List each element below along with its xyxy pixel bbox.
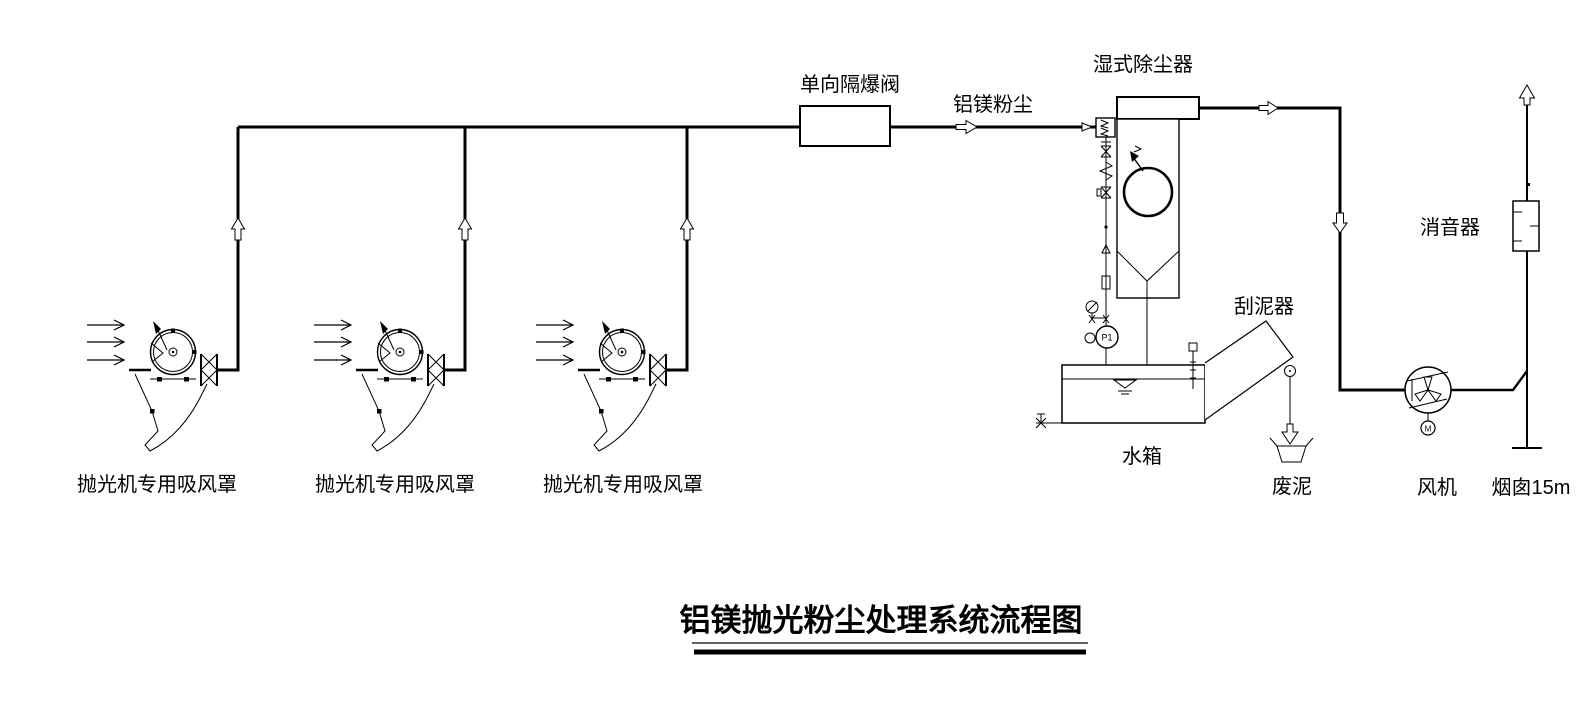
- chimney-label: 烟囱15m: [1492, 476, 1571, 499]
- cyclone-icon: [1122, 166, 1174, 218]
- fan-label: 风机: [1417, 476, 1457, 499]
- waste-mud-label: 废泥: [1272, 475, 1312, 498]
- explosion-valve-box: [799, 105, 891, 147]
- spray-water-line: [1084, 137, 1119, 400]
- explosion-valve-label: 单向隔爆阀: [800, 73, 900, 96]
- suction-hood-3: [534, 125, 695, 453]
- scraper-label: 刮泥器: [1234, 295, 1294, 318]
- hood3-label: 抛光机专用吸风罩: [543, 473, 703, 496]
- water-level-icon: [1112, 379, 1138, 395]
- muffler-label: 消音器: [1420, 216, 1480, 239]
- pump-icon: [1095, 325, 1119, 349]
- muffler: [1512, 200, 1540, 252]
- exhaust-arrow-up-icon: [1518, 83, 1536, 106]
- flow-arrow-down-icon: [1332, 212, 1348, 234]
- waste-arrow-down-icon: [1281, 423, 1299, 445]
- fan-outlet-duct: [1451, 370, 1528, 392]
- pump-motor-icon: [1084, 332, 1096, 344]
- sludge-scraper: [1204, 320, 1296, 424]
- scraper-motor-icon: [1284, 365, 1296, 377]
- diagram-title: 铝镁抛光粉尘处理系统流程图: [680, 603, 1083, 638]
- dust-flow-label: 铝镁粉尘: [953, 93, 1033, 116]
- inlet-arrowhead-icon: [1081, 122, 1094, 132]
- hood2-label: 抛光机专用吸风罩: [315, 473, 475, 496]
- waste-bin-icon: [1269, 437, 1314, 463]
- fan-motor-icon: [1420, 420, 1436, 436]
- flow-arrow-right-icon: [1258, 100, 1279, 116]
- wet-dust-collector: [1095, 96, 1200, 299]
- drain-valve-icon: [1035, 413, 1047, 429]
- pump-tag: P1: [1101, 333, 1112, 343]
- impeller-icon: [1414, 376, 1442, 402]
- water-tank-label: 水箱: [1122, 445, 1162, 468]
- chimney: [1512, 105, 1542, 449]
- flow-arrow-right-icon: [955, 119, 978, 135]
- fan-motor-tag: M: [1425, 425, 1432, 434]
- water-tank: [1035, 342, 1206, 429]
- wet-collector-label: 湿式除尘器: [1093, 53, 1193, 76]
- level-sensor-icon: [1188, 342, 1198, 352]
- suction-hood-2: [312, 125, 473, 453]
- suction-hood-1: [85, 125, 246, 453]
- hood1-label: 抛光机专用吸风罩: [77, 473, 237, 496]
